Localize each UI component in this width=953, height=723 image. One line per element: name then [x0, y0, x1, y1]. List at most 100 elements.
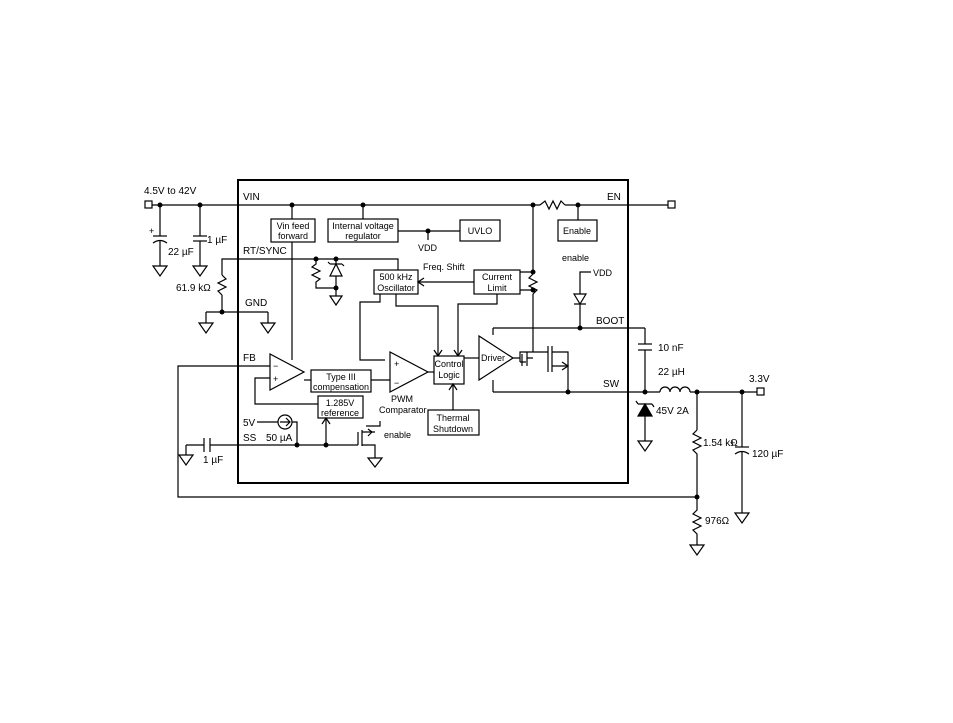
diode-rating: 45V 2A — [656, 406, 689, 417]
t3-line1: Type III — [326, 372, 356, 382]
th-line1: Thermal — [436, 413, 469, 423]
c-boot-value: 10 nF — [658, 343, 684, 354]
svg-text:+: + — [149, 226, 154, 236]
enable-output-label: enable — [562, 253, 589, 263]
freq-shift-label: Freq. Shift — [423, 262, 465, 272]
ea-minus: − — [273, 361, 278, 371]
feedback-bottom-resistor — [691, 497, 703, 545]
boot-diode — [572, 271, 591, 328]
uvlo-block — [459, 219, 501, 242]
c-in-bulk-value: 22 µF — [168, 247, 194, 258]
thermal-to-logic — [448, 382, 458, 410]
ground-symbol — [259, 322, 277, 335]
thermal-shutdown-block — [427, 409, 480, 436]
ivr-line1: Internal voltage — [332, 221, 394, 231]
control-logic-block — [433, 355, 465, 385]
vin-pin-label: VIN — [243, 192, 260, 203]
junction-dot — [642, 389, 648, 395]
ground-symbol — [688, 544, 706, 557]
osc-to-logic — [395, 294, 439, 356]
boot-pin-label: BOOT — [596, 316, 624, 327]
pwm-comparator — [389, 351, 430, 393]
junction-dot — [323, 442, 329, 448]
junction-dot — [565, 389, 571, 395]
high-side-mosfet — [533, 346, 569, 392]
uvlo-label: UVLO — [468, 226, 493, 236]
compensation-block — [310, 369, 372, 393]
feedback-top-resistor — [691, 429, 703, 497]
ramp-to-pwm — [359, 294, 385, 361]
inductor-value: 22 µH — [658, 367, 685, 378]
ctrl-line1: Control — [434, 359, 463, 369]
vdd-right-label: VDD — [593, 268, 613, 278]
ctrl-line2: Logic — [438, 370, 460, 380]
vout-terminal — [756, 387, 765, 396]
ea-plus: + — [273, 374, 278, 384]
vin-input-terminal — [144, 200, 153, 209]
pwm-line2: Comparator — [379, 405, 427, 415]
five-v-label: 5V — [243, 418, 256, 429]
gnd-pin-label: GND — [245, 298, 267, 309]
cl-to-logic — [457, 294, 498, 356]
pwm-line1: PWM — [391, 394, 413, 404]
fb-pin-label: FB — [243, 353, 256, 364]
reference-block — [317, 395, 364, 419]
osc-line1: 500 kHz — [379, 272, 413, 282]
en-pin-label: EN — [607, 192, 621, 203]
ground-symbol — [197, 322, 215, 335]
ss-to-ref — [321, 416, 331, 445]
driver-output-switch — [513, 351, 533, 366]
t3-line2: compensation — [313, 382, 369, 392]
vin-ff-line1: Vin feed — [277, 221, 310, 231]
vdd-top-label: VDD — [418, 243, 438, 253]
feedback-trace — [177, 365, 697, 498]
ref-line1: 1.285V — [326, 398, 355, 408]
r-rt-value: 61.9 kΩ — [176, 283, 211, 294]
r-bottom-value: 976Ω — [705, 516, 730, 527]
ic-package-outline — [237, 179, 629, 484]
cl-line1: Current — [482, 272, 513, 282]
pwm-plus: + — [394, 359, 399, 369]
ref-line2: reference — [321, 408, 359, 418]
catch-diode — [636, 402, 654, 417]
r-top-value: 1.54 kΩ — [703, 438, 738, 449]
sw-pin-label: SW — [603, 379, 620, 390]
current-sense-resistor — [527, 273, 539, 295]
ground-symbol — [366, 457, 384, 468]
junction-dot — [333, 285, 339, 291]
pwm-minus: − — [394, 378, 399, 388]
vin-ff-line2: forward — [278, 231, 308, 241]
junction-dot — [530, 287, 536, 293]
c-in-value: 1 µF — [207, 235, 227, 246]
rt-resistor-network — [216, 258, 399, 312]
ss-discharge-switch — [357, 421, 381, 458]
ss-pin-label: SS — [243, 433, 257, 444]
freq-shift-arrow — [416, 277, 474, 287]
junction-dot — [577, 325, 583, 331]
en-resistor — [539, 199, 566, 211]
rt-sync-pin-label: RT/SYNC — [243, 246, 287, 257]
error-amplifier — [269, 353, 306, 391]
junction-dot — [530, 269, 536, 275]
internal-rt-resistor — [310, 259, 336, 289]
ref-to-ea — [254, 377, 318, 405]
ground-symbol — [328, 295, 344, 307]
vin-feed-forward-block — [270, 218, 316, 243]
driver-label: Driver — [481, 353, 505, 363]
vout-label: 3.3V — [749, 374, 770, 385]
enable-ss-label: enable — [384, 430, 411, 440]
ground-symbol — [177, 454, 195, 467]
en-terminal — [667, 200, 676, 209]
ground-symbol — [733, 512, 751, 525]
junction-dot — [219, 309, 225, 315]
junction-dot — [294, 442, 300, 448]
ivr-line2: regulator — [345, 231, 381, 241]
c-ss-value: 1 µF — [203, 455, 223, 466]
zener-clamp — [327, 259, 345, 296]
osc-line2: Oscillator — [377, 283, 415, 293]
th-line2: Shutdown — [433, 424, 473, 434]
cl-line2: Limit — [487, 283, 507, 293]
svg-text:+: + — [730, 438, 735, 448]
